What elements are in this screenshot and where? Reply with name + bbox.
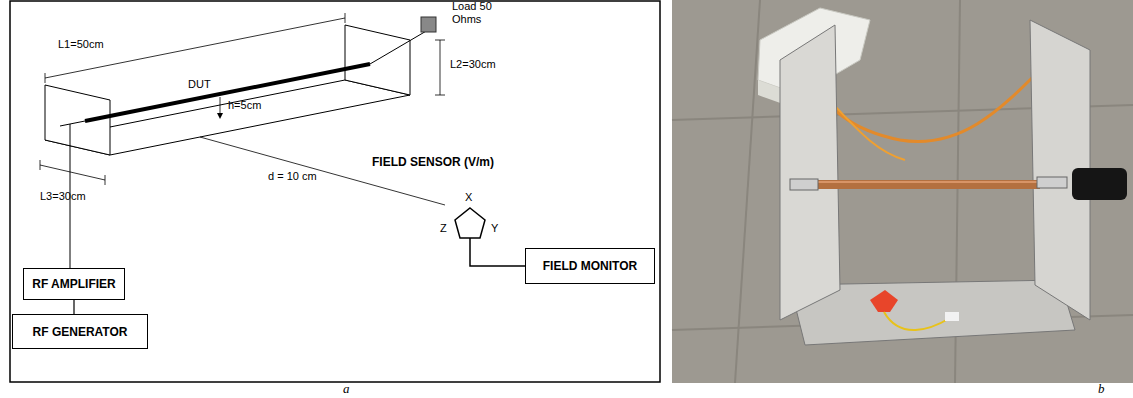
dimension-label: L3=30cm [40, 190, 86, 203]
box-label: RF GENERATOR [29, 325, 132, 339]
dimension-label: FIELD SENSOR (V/m) [372, 156, 494, 170]
dimension-label: DUT [188, 78, 211, 91]
dimension-label: L2=30cm [450, 58, 496, 71]
instrument-box: RF GENERATOR [12, 314, 148, 349]
box-label: FIELD MONITOR [539, 259, 641, 273]
dimension-label: Load 50 Ohms [452, 0, 502, 25]
dimension-label: Z [440, 222, 447, 235]
dimension-label: L1=50cm [58, 38, 104, 51]
dimension-label: h=5cm [228, 99, 261, 112]
signal-wire [74, 300, 75, 314]
panel-letter: a [343, 382, 350, 397]
box-label: RF AMPLIFIER [28, 277, 120, 291]
instrument-box: RF AMPLIFIER [23, 268, 125, 300]
dimension-label: d = 10 cm [268, 170, 317, 183]
instrument-box: FIELD MONITOR [525, 248, 655, 284]
dimension-label: Y [491, 222, 498, 235]
panel-letter: b [1098, 382, 1105, 397]
dimension-label: X [465, 191, 472, 204]
